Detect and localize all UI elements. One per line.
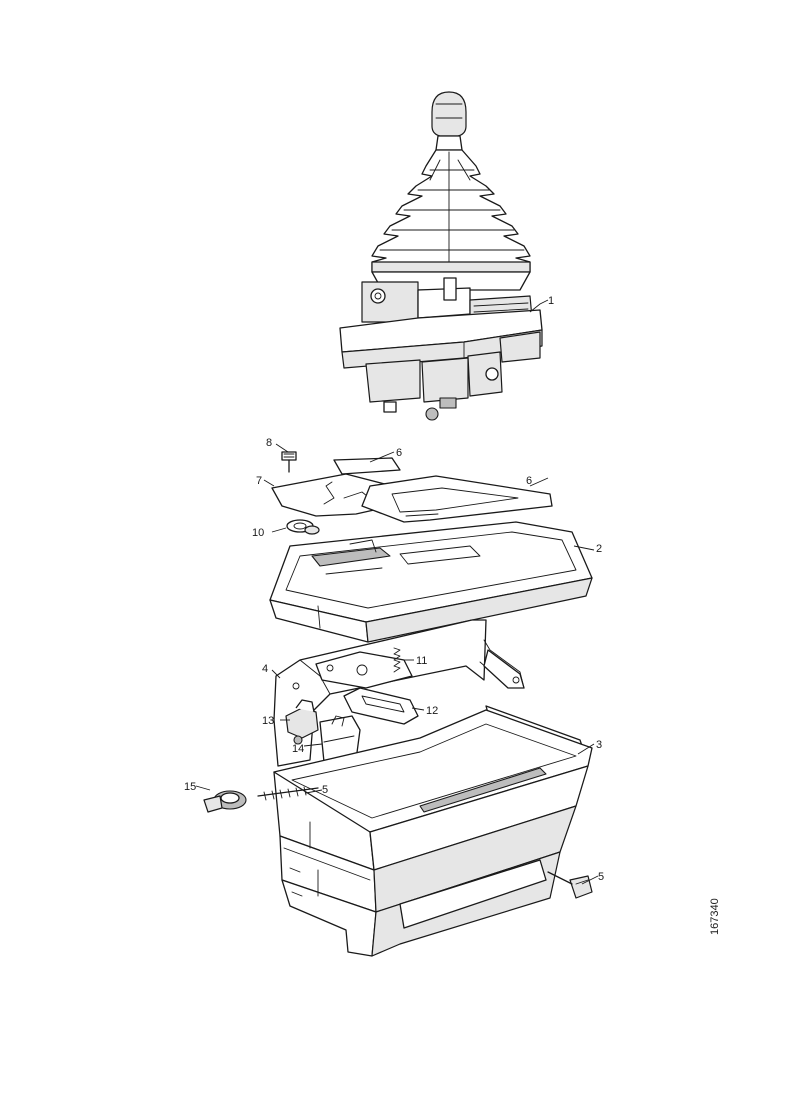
joystick-knob [431, 91, 467, 151]
callout-7: 7 [256, 475, 262, 487]
plate-part-11 [315, 647, 413, 689]
ring-part-10 [286, 519, 320, 535]
switch-part-13 [285, 699, 319, 745]
gasket-part-6-small [333, 457, 401, 475]
callout-8: 8 [266, 437, 272, 449]
callout-leaders [195, 299, 599, 885]
callout-labels: 1 2 3 4 5 5 6 6 7 8 10 11 12 13 14 15 [184, 295, 604, 883]
housing-cover-part-2 [269, 521, 593, 643]
lower-housing-part-3 [273, 705, 593, 957]
bolt-part-8 [281, 451, 297, 473]
callout-4: 4 [262, 663, 268, 675]
callout-12: 12 [426, 705, 438, 717]
plate-part-12 [343, 687, 419, 725]
callout-6-large: 6 [526, 475, 532, 487]
screw-part-5-bottom [547, 871, 593, 899]
callout-2: 2 [596, 543, 602, 555]
screw-part-5-side [257, 786, 319, 801]
callout-1: 1 [548, 295, 554, 307]
callout-15: 15 [184, 781, 196, 793]
callout-5-bottom: 5 [598, 871, 604, 883]
drawing-reference-number: 167340 [709, 898, 721, 935]
clip-part-15 [203, 790, 247, 813]
callout-5-side: 5 [322, 784, 328, 796]
callout-6-small: 6 [396, 447, 402, 459]
callout-14: 14 [292, 743, 304, 755]
callout-13: 13 [262, 715, 274, 727]
gasket-part-6-large [361, 475, 553, 523]
callout-11: 11 [416, 655, 427, 667]
joystick-assembly [339, 91, 543, 421]
callout-10: 10 [252, 527, 264, 539]
joystick-bellows [371, 149, 531, 273]
joystick-base [339, 271, 543, 421]
callout-3: 3 [596, 739, 602, 751]
